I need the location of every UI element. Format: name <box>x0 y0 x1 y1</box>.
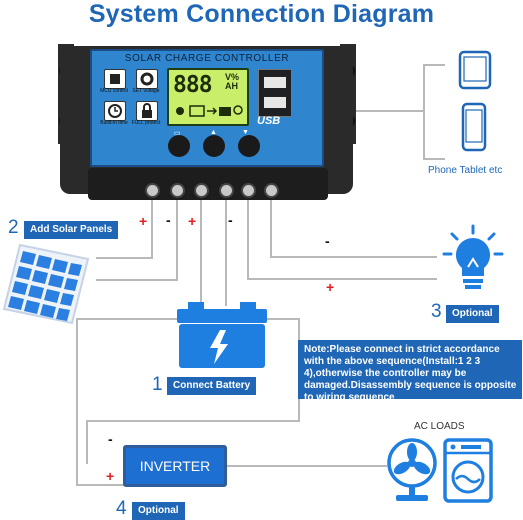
full-protect-label: FULL protect <box>131 120 161 126</box>
inverter-minus-sign: - <box>108 431 113 447</box>
wire-inv-plus-horizontal <box>76 484 126 486</box>
controller-terminal-block <box>88 168 328 200</box>
lcd-unit-bottom: AH <box>225 81 238 91</box>
solar-badge: Add Solar Panels <box>24 221 119 239</box>
fan-icon <box>387 438 437 501</box>
solar-step-number: 2 <box>8 217 19 238</box>
set-voltage-label: SET voltage <box>132 88 160 94</box>
battery-icon <box>177 302 267 368</box>
inverter-box: INVERTER <box>123 445 227 487</box>
wire-load-plus-horizontal <box>247 278 437 280</box>
battery-badge: Connect Battery <box>167 377 257 395</box>
down-button[interactable] <box>238 135 260 157</box>
lcd-units: V% AH <box>225 73 239 91</box>
wire-inv-minus-to-battery <box>262 318 300 320</box>
menu-button[interactable] <box>168 135 190 157</box>
phone-icon <box>461 102 487 152</box>
inverter-plus-sign: + <box>106 468 115 484</box>
usb-ports[interactable] <box>258 69 292 117</box>
solar-plus-sign: + <box>139 213 148 229</box>
lcd-status-icons <box>176 105 243 117</box>
light-step-number: 3 <box>431 301 442 322</box>
wire-inv-minus-vertical-left <box>86 420 88 464</box>
light-bulb-icon <box>442 224 504 289</box>
battery-plus-sign: + <box>188 213 197 229</box>
controller-label: SOLAR CHARGE CONTROLLER <box>124 53 290 64</box>
wire-solar-plus-vertical <box>151 196 153 258</box>
inverter-badge: Optional <box>132 502 185 520</box>
usb-port-1[interactable] <box>263 76 287 89</box>
wire-battery-plus <box>200 196 202 306</box>
battery-minus-sign: - <box>228 212 233 228</box>
build-in-time-label: Build-in time <box>100 120 128 126</box>
washing-machine-icon <box>443 438 493 503</box>
down-symbol: ▼ <box>242 129 249 136</box>
terminal-battery-minus <box>219 183 234 198</box>
wire-solar-plus-horizontal <box>96 257 153 259</box>
ac-loads-label: AC LOADS <box>414 421 465 432</box>
wire-load-plus-vertical <box>247 196 249 279</box>
lcd-digits: 888 <box>173 72 213 98</box>
solar-panel-icon <box>2 243 90 325</box>
inverter-label: INVERTER <box>139 458 211 474</box>
wire-usb <box>316 110 424 112</box>
mcu-control-label: MCU control <box>100 88 128 94</box>
terminal-load-plus <box>241 183 256 198</box>
wire-solar-minus-horizontal <box>96 279 178 281</box>
lock-icon <box>136 101 158 121</box>
battery-step-number: 1 <box>152 374 163 395</box>
wire-load-minus-vertical <box>270 196 272 257</box>
wire-ac-load <box>227 465 387 467</box>
wire-phone-bracket <box>423 64 425 160</box>
lcd-unit-top: V% <box>225 72 240 82</box>
light-badge: Optional <box>446 305 499 323</box>
solar-minus-sign: - <box>166 212 171 228</box>
wire-solar-minus-vertical <box>176 196 178 280</box>
tablet-icon <box>458 50 492 90</box>
mcu-chip-icon <box>104 69 126 89</box>
terminal-battery-plus <box>194 183 209 198</box>
terminal-load-minus <box>264 183 279 198</box>
gear-icon <box>136 69 158 89</box>
load-minus-sign: - <box>325 233 330 249</box>
phone-caption: Phone Tablet etc <box>428 165 503 176</box>
wire-phone-top <box>423 64 445 66</box>
up-symbol: ▲ <box>210 129 217 136</box>
usb-port-2[interactable] <box>263 96 287 109</box>
inverter-step-number: 4 <box>116 498 127 519</box>
lcd-screen: 888 V% AH <box>167 68 249 126</box>
wire-inv-plus-vertical <box>76 318 78 486</box>
wire-load-minus-horizontal <box>270 256 437 258</box>
load-plus-sign: + <box>326 279 335 295</box>
diagram-title: System Connection Diagram <box>88 0 435 28</box>
usb-label: USB <box>257 115 281 127</box>
wire-battery-minus <box>225 196 227 306</box>
wire-phone-bottom <box>423 158 445 160</box>
menu-symbol: ▭ <box>174 130 181 137</box>
wire-inv-minus-horizontal <box>86 420 300 422</box>
controller-front-panel: SOLAR CHARGE CONTROLLER MCU control SET … <box>90 49 324 167</box>
up-button[interactable] <box>203 135 225 157</box>
wire-inv-plus-to-battery <box>76 318 180 320</box>
warning-note: Note:Please connect in strict accordance… <box>298 340 522 403</box>
terminal-solar-plus <box>145 183 160 198</box>
clock-icon <box>104 101 126 121</box>
terminal-solar-minus <box>170 183 185 198</box>
